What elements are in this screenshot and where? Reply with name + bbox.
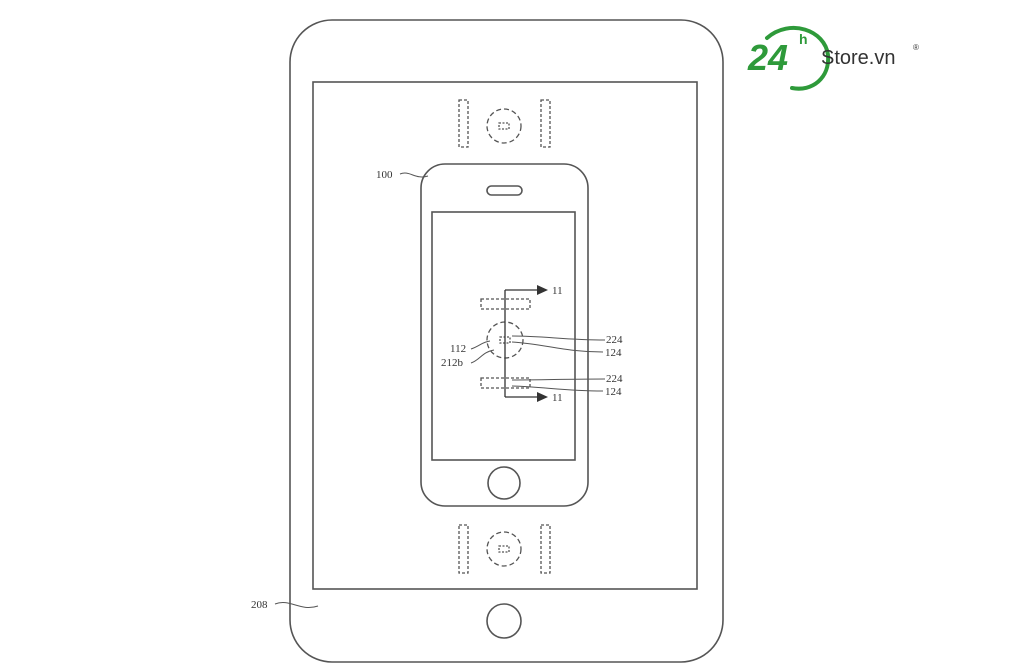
tablet-top-coil <box>486 108 522 144</box>
tablet-body <box>289 19 724 663</box>
arrow-right-top-icon <box>537 285 548 295</box>
phone-speaker <box>486 185 523 196</box>
label-tablet: 208 <box>251 599 268 611</box>
leader-224-a <box>511 335 606 341</box>
label-phone: 100 <box>376 169 393 181</box>
label-axis-bottom: 11 <box>552 392 563 404</box>
tablet-top-right-magnet <box>540 99 551 148</box>
tablet-top-left-magnet <box>458 99 469 148</box>
phone-lower-magnet <box>480 377 531 389</box>
label-224-a: 224 <box>606 334 623 346</box>
label-coil: 112 <box>450 343 466 355</box>
leader-224-b <box>511 378 606 381</box>
label-magnet-array: 212b <box>441 357 464 369</box>
leader-tablet <box>274 602 319 608</box>
logo-registered-mark: ® <box>913 43 919 52</box>
leader-coil <box>470 340 491 350</box>
leader-124-b <box>511 385 604 392</box>
tablet-bottom-left-magnet <box>458 524 469 574</box>
tablet-device <box>289 19 724 663</box>
leader-magnet-array <box>470 349 495 364</box>
arrow-right-bottom-icon <box>537 392 548 402</box>
tablet-bottom-magnet-group <box>458 524 551 574</box>
label-124-b: 124 <box>605 386 622 398</box>
tablet-top-magnet-group <box>458 99 551 148</box>
label-axis-top: 11 <box>552 285 563 297</box>
tablet-bottom-coil <box>486 531 522 567</box>
store-logo: 24 h Store.vn ® <box>747 26 919 91</box>
label-124-a: 124 <box>605 347 622 359</box>
leader-lines <box>274 172 606 608</box>
logo-number: 24 <box>747 37 788 78</box>
tablet-bottom-right-magnet <box>540 524 551 574</box>
leader-phone <box>399 172 429 178</box>
phone-upper-magnet <box>480 298 531 310</box>
tablet-screen <box>312 81 698 590</box>
phone-device <box>420 163 589 507</box>
label-224-b: 224 <box>606 373 623 385</box>
tablet-bottom-coil-center <box>498 545 510 553</box>
logo-store-text: Store.vn <box>821 47 895 69</box>
leader-124-a <box>511 341 604 353</box>
phone-body <box>420 163 589 507</box>
tablet-top-coil-center <box>498 122 510 130</box>
phone-screen <box>431 211 576 461</box>
section-axis <box>504 289 538 398</box>
logo-superscript: h <box>799 31 808 47</box>
tablet-home-button <box>486 603 522 639</box>
logo-swoosh-icon <box>765 26 831 91</box>
phone-home-button <box>487 466 521 500</box>
